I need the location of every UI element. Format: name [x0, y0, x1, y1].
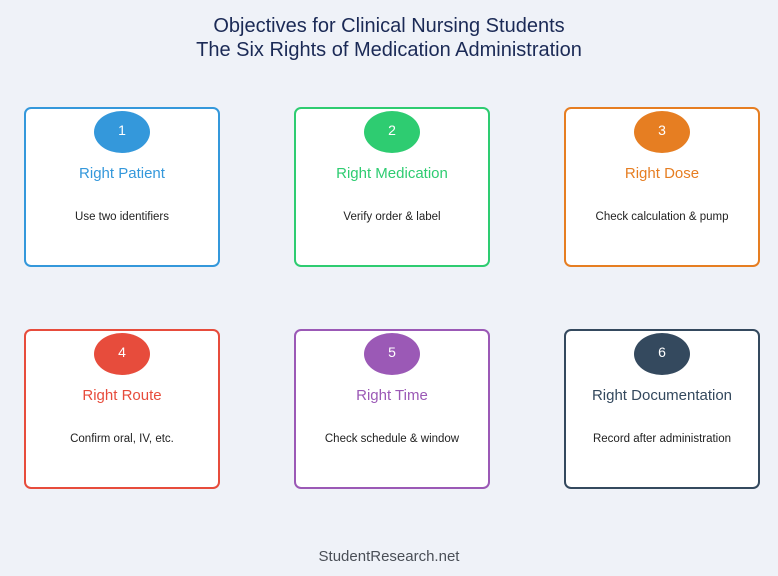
card-description: Confirm oral, IV, etc.	[70, 433, 174, 445]
card-right-route: 4 Right Route Confirm oral, IV, etc.	[24, 329, 220, 489]
card-title: Right Documentation	[591, 387, 733, 404]
card-title: Right Patient	[79, 165, 165, 182]
card-right-time: 5 Right Time Check schedule & window	[294, 329, 490, 489]
card-right-documentation: 6 Right Documentation Record after admin…	[564, 329, 760, 489]
number-badge: 5	[364, 333, 420, 375]
card-description: Record after administration	[592, 433, 732, 445]
card-title: Right Medication	[336, 165, 448, 182]
number-badge: 4	[94, 333, 150, 375]
card-description: Use two identifiers	[75, 211, 169, 223]
page-subtitle: The Six Rights of Medication Administrat…	[196, 39, 582, 61]
number-badge: 3	[634, 111, 690, 153]
card-title: Right Time	[356, 387, 428, 404]
card-title: Right Route	[82, 387, 162, 404]
card-description: Verify order & label	[343, 211, 441, 223]
card-right-medication: 2 Right Medication Verify order & label	[294, 107, 490, 267]
card-title: Right Dose	[624, 165, 700, 182]
number-badge: 2	[364, 111, 420, 153]
card-right-patient: 1 Right Patient Use two identifiers	[24, 107, 220, 267]
number-badge: 1	[94, 111, 150, 153]
source-credit: StudentResearch.net	[318, 548, 460, 565]
card-description: Check schedule & window	[324, 433, 460, 445]
number-badge: 6	[634, 333, 690, 375]
card-description: Check calculation & pump	[595, 211, 729, 223]
card-right-dose: 3 Right Dose Check calculation & pump	[564, 107, 760, 267]
page-title: Objectives for Clinical Nursing Students	[213, 15, 565, 37]
